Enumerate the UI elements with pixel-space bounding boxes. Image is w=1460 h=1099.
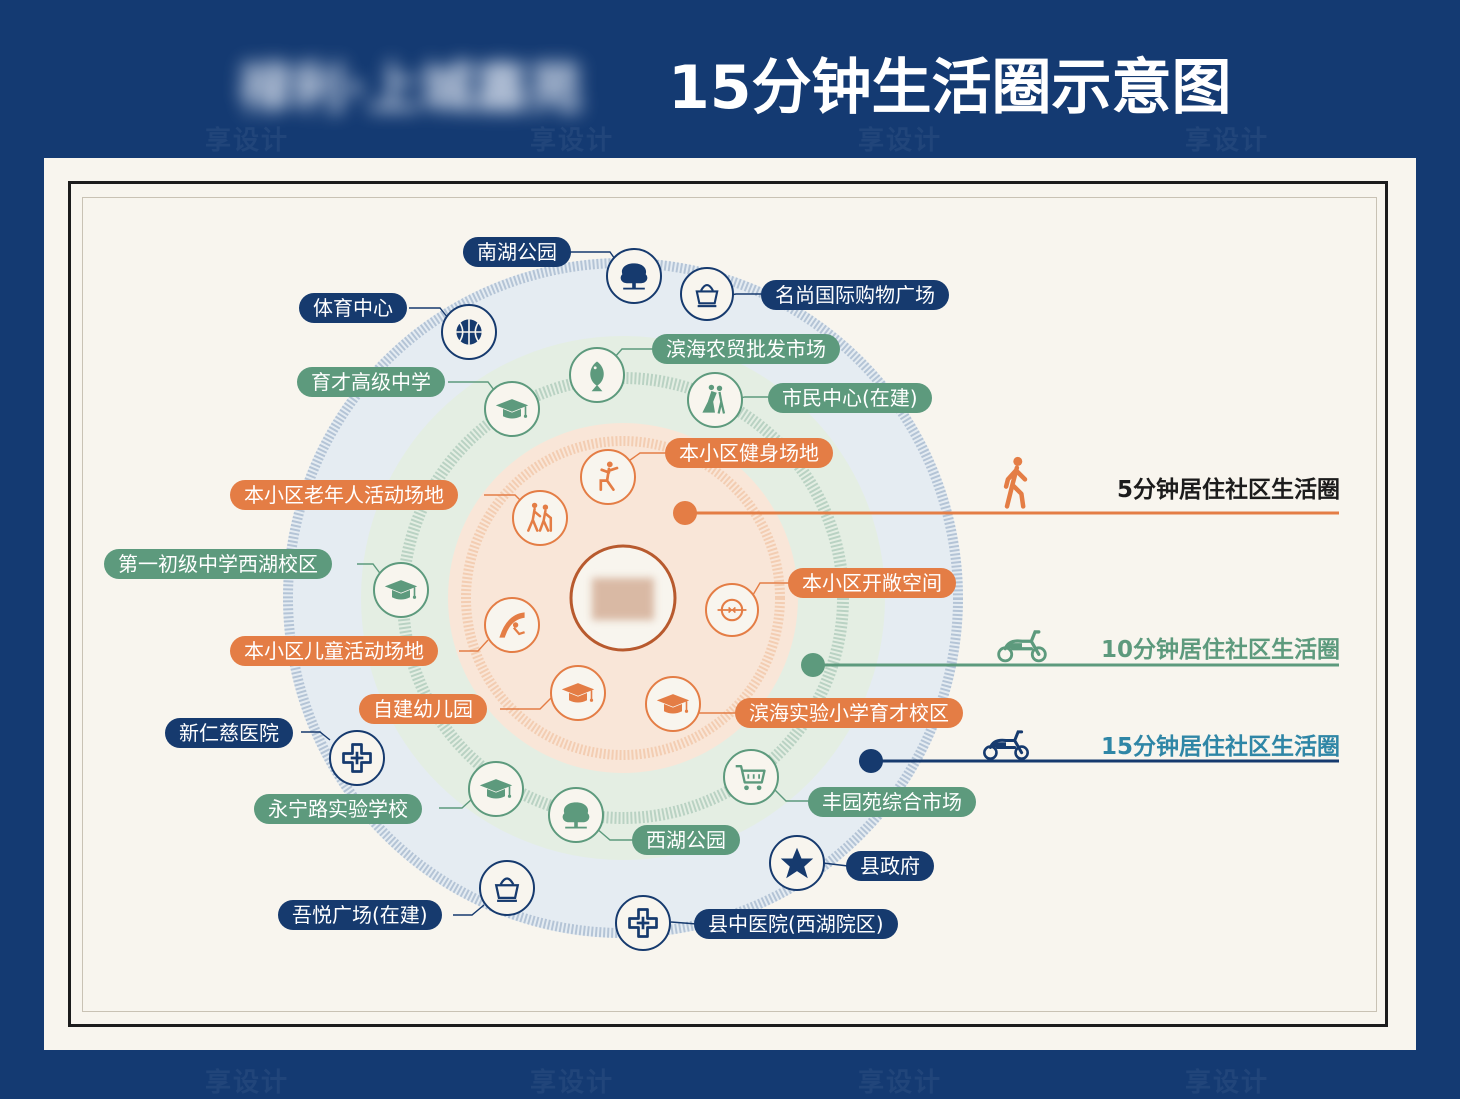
tree-icon [548,787,604,843]
ring-15min-border [283,258,963,938]
shopping-cart-icon [723,749,779,805]
place-label: 本小区开敞空间 [788,568,956,598]
ring-5min-border [461,436,785,760]
place-label: 名尚国际购物广场 [761,280,949,310]
place-label: 县中医院(西湖院区) [694,909,898,939]
place-label: 西湖公园 [632,825,740,855]
place-label: 南湖公园 [463,237,571,267]
fish-icon [569,347,625,403]
walking-person-icon [1006,457,1025,507]
place-label: 县政府 [846,851,934,881]
graduation-cap-icon [373,562,429,618]
place-label: 本小区老年人活动场地 [230,480,458,510]
inner-frame [82,197,1377,1012]
place-label: 体育中心 [299,293,407,323]
medical-cross-icon [615,895,671,951]
shopping-bag-icon [479,860,535,916]
dancing-couple-icon [687,372,743,428]
basketball-icon [441,304,497,360]
place-label: 自建幼儿园 [359,694,487,724]
star-icon [769,835,825,891]
children-slide-icon [484,597,540,653]
fitness-person-icon [580,449,636,505]
place-label: 滨海农贸批发市场 [652,334,840,364]
place-label: 吾悦广场(在建) [278,900,442,930]
place-label: 新仁慈医院 [165,718,293,748]
place-label: 本小区健身场地 [665,438,833,468]
place-label: 永宁路实验学校 [254,794,422,824]
page-title: 15分钟生活圈示意图 [668,53,1232,123]
legend-label-5min: 5分钟居住社区生活圈 [1116,477,1340,503]
medical-cross-icon [329,730,385,786]
outer-frame [68,181,1388,1027]
icon-circles [329,248,825,951]
center-logo-blurred [592,578,654,620]
place-label: 本小区儿童活动场地 [230,636,438,666]
place-label: 滨海实验小学育才校区 [735,698,963,728]
shopping-bag-icon [680,267,734,321]
graduation-cap-icon [645,676,701,732]
place-label: 市民中心(在建) [768,383,932,413]
graduation-cap-icon [484,381,540,437]
legend-label-10min: 10分钟居住社区生活圈 [1100,637,1340,663]
legend-lines [673,501,1339,773]
open-space-icon [705,583,759,637]
graduation-cap-icon [550,665,606,721]
graduation-cap-icon [468,761,524,817]
tree-icon [606,248,662,304]
elderly-walking-icon [512,490,568,546]
place-label: 第一初级中学西湖校区 [104,549,332,579]
project-name-blurred: 禄利·上城嘉苑 [238,57,583,120]
place-label: 丰园苑综合市场 [808,787,976,817]
place-label: 育才高级中学 [297,367,445,397]
motor-scooter-icon [982,730,1030,761]
electric-scooter-icon [996,630,1048,663]
legend-label-15min: 15分钟居住社区生活圈 [1100,734,1340,760]
